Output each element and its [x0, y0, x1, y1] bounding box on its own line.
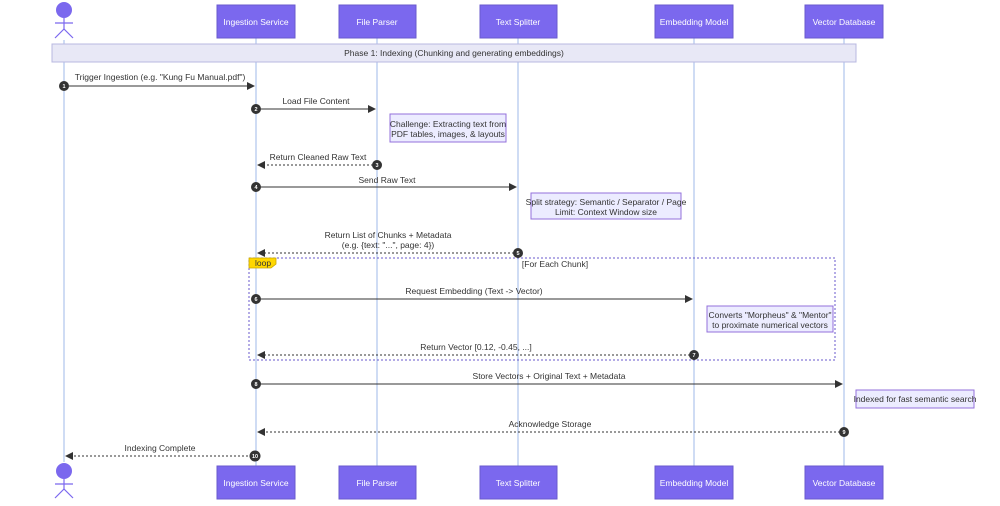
message-return-cleaned-raw-text: Return Cleaned Raw Text 3 [257, 152, 382, 170]
participant-label: Vector Database [813, 478, 876, 488]
participant-label: Ingestion Service [223, 17, 288, 27]
loop-tag-label: loop [255, 258, 271, 268]
svg-text:Split strategy: Semantic / Sep: Split strategy: Semantic / Separator / P… [526, 197, 687, 207]
message-load-file-content: Load File Content 2 [251, 96, 376, 114]
svg-text:Indexing Complete: Indexing Complete [125, 443, 196, 453]
lifelines [63, 38, 845, 466]
participant-label: Text Splitter [496, 17, 541, 27]
svg-text:7: 7 [692, 353, 695, 359]
step-number-dot [513, 248, 523, 258]
user-actor-top[interactable] [54, 2, 74, 39]
participant-label: Text Splitter [496, 478, 541, 488]
svg-text:Return List of Chunks + Metada: Return List of Chunks + Metadata [325, 230, 452, 240]
svg-text:to proximate numerical vectors: to proximate numerical vectors [712, 320, 828, 330]
participant-parser-top[interactable]: File Parser [338, 4, 417, 39]
step-number-dot [251, 294, 261, 304]
participant-splitter-bottom[interactable]: Text Splitter [479, 465, 558, 500]
step-number-dot [251, 379, 261, 389]
note-parser-challenge: Challenge: Extracting text from PDF tabl… [389, 113, 507, 143]
step-number-dot [59, 81, 69, 91]
note-splitter-strategy: Split strategy: Semantic / Separator / P… [526, 192, 687, 220]
loop-tag [248, 257, 277, 269]
phase-band [51, 43, 857, 63]
actor-head [56, 2, 72, 18]
svg-text:Trigger Ingestion (e.g. "Kung: Trigger Ingestion (e.g. "Kung Fu Manual.… [75, 72, 246, 82]
svg-text:6: 6 [254, 297, 257, 303]
svg-text:Indexed for fast semantic sear: Indexed for fast semantic search [854, 394, 977, 404]
svg-text:2: 2 [254, 107, 257, 113]
svg-text:4: 4 [254, 185, 258, 191]
step-number-dot [251, 104, 261, 114]
participant-ingestion-top[interactable]: Ingestion Service [216, 4, 296, 39]
svg-text:Store Vectors + Original Text: Store Vectors + Original Text + Metadata [473, 371, 626, 381]
participant-ingestion-bottom[interactable]: Ingestion Service [216, 465, 296, 500]
svg-text:10: 10 [252, 454, 258, 460]
participant-parser-bottom[interactable]: File Parser [338, 465, 417, 500]
message-trigger-ingestion: Trigger Ingestion (e.g. "Kung Fu Manual.… [59, 72, 255, 91]
message-return-vector: Return Vector [0.12, -0.45, ...] 7 [257, 342, 699, 360]
note-vectordb-indexed: Indexed for fast semantic search [854, 389, 977, 409]
loop-condition: [For Each Chunk] [522, 259, 588, 269]
participant-label: Vector Database [813, 17, 876, 27]
svg-text:3: 3 [375, 163, 378, 169]
svg-text:Acknowledge Storage: Acknowledge Storage [509, 419, 592, 429]
participant-embedding-bottom[interactable]: Embedding Model [654, 465, 734, 500]
svg-text:Send Raw Text: Send Raw Text [358, 175, 416, 185]
step-number-dot [251, 182, 261, 192]
step-number-dot [249, 450, 261, 462]
svg-text:Limit: Context Window size: Limit: Context Window size [555, 207, 657, 217]
participant-label: Embedding Model [660, 17, 729, 27]
svg-text:Challenge: Extracting text fro: Challenge: Extracting text from [390, 119, 506, 129]
svg-text:Return Cleaned Raw Text: Return Cleaned Raw Text [270, 152, 367, 162]
phase-label: Phase 1: Indexing (Chunking and generati… [344, 48, 564, 58]
svg-text:(e.g. {text: "...", page: 4}): (e.g. {text: "...", page: 4}) [342, 240, 435, 250]
svg-text:5: 5 [516, 251, 519, 257]
message-acknowledge-storage: Acknowledge Storage 9 [257, 419, 849, 437]
svg-text:Load File Content: Load File Content [282, 96, 350, 106]
step-number-dot [372, 160, 382, 170]
note-embedding-converts: Converts "Morpheus" & "Mentor" to proxim… [706, 305, 834, 333]
participant-vectordb-bottom[interactable]: Vector Database [804, 465, 884, 500]
message-request-embedding: Request Embedding (Text -> Vector) 6 [251, 286, 693, 304]
svg-text:Return Vector [0.12, -0.45, ..: Return Vector [0.12, -0.45, ...] [420, 342, 532, 352]
svg-text:9: 9 [842, 430, 845, 436]
svg-text:PDF tables, images, & layouts: PDF tables, images, & layouts [391, 129, 505, 139]
participant-splitter-top[interactable]: Text Splitter [479, 4, 558, 39]
svg-text:Converts "Morpheus" & "Mentor": Converts "Morpheus" & "Mentor" [708, 310, 831, 320]
step-number-dot [689, 350, 699, 360]
participant-label: File Parser [356, 17, 397, 27]
svg-text:8: 8 [254, 382, 257, 388]
message-send-raw-text: Send Raw Text 4 [251, 175, 517, 192]
participant-label: Embedding Model [660, 478, 729, 488]
step-number-dot [839, 427, 849, 437]
svg-text:1: 1 [62, 84, 65, 90]
participant-label: Ingestion Service [223, 478, 288, 488]
message-indexing-complete: Indexing Complete 10 [65, 443, 261, 462]
participant-embedding-top[interactable]: Embedding Model [654, 4, 734, 39]
svg-text:Request Embedding (Text -> Vec: Request Embedding (Text -> Vector) [405, 286, 542, 296]
actor-head [56, 463, 72, 479]
loop-frame: loop [For Each Chunk] [248, 257, 836, 361]
participant-label: File Parser [356, 478, 397, 488]
participant-vectordb-top[interactable]: Vector Database [804, 4, 884, 39]
message-return-chunks: Return List of Chunks + Metadata (e.g. {… [257, 230, 523, 258]
user-actor-bottom[interactable] [54, 463, 74, 499]
message-store-vectors: Store Vectors + Original Text + Metadata… [251, 371, 843, 389]
